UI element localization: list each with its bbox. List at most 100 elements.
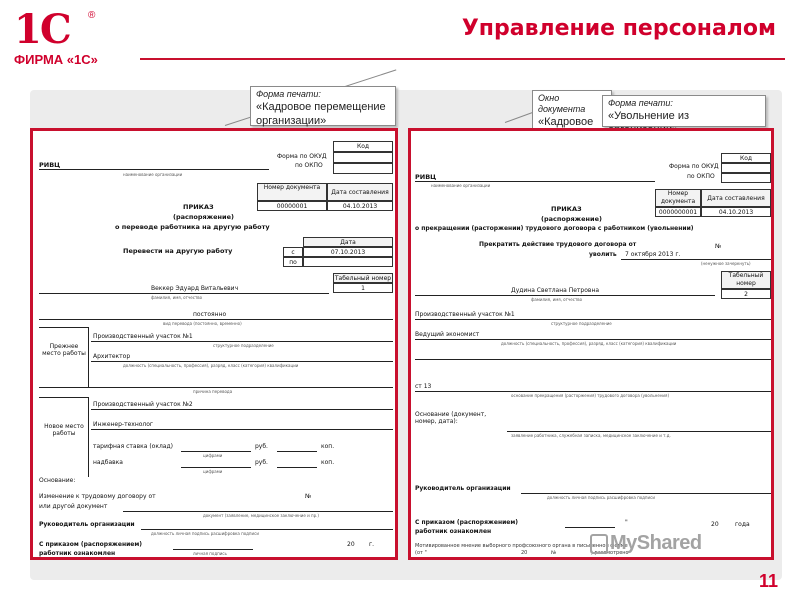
salary-kop: коп. xyxy=(321,443,335,450)
org-name: РИВЦ xyxy=(415,173,437,181)
new-place-label: Новое место работы xyxy=(44,423,84,437)
callout-body: «Кадровое организации» xyxy=(538,116,594,128)
ack-label-2: работник ознакомлен xyxy=(39,550,116,557)
kind-caption: вид перевода (постоянно, временно) xyxy=(163,321,242,326)
contract-change-label: Изменение к трудовому договору от xyxy=(39,493,156,500)
head-label: Руководитель организации xyxy=(39,521,135,528)
unit-caption: структурное подразделение xyxy=(213,343,274,348)
prev-place-cell xyxy=(39,327,89,387)
to-date xyxy=(303,257,393,267)
union-opinion: Мотивированное мнение выборного профсоюз… xyxy=(415,543,628,549)
doc-number-value: 00000001 xyxy=(257,201,327,211)
unit: Производственный участок №1 xyxy=(415,311,515,318)
okud-box xyxy=(333,152,393,163)
kind-underline xyxy=(39,319,393,320)
dismiss-date: 7 октября 2013 г. xyxy=(625,251,681,258)
salary-kop-line xyxy=(277,451,317,452)
org-underline xyxy=(415,181,655,182)
prev-pos-underline xyxy=(91,361,393,362)
header-divider xyxy=(140,58,785,60)
article-underline xyxy=(415,391,771,392)
basis-underline xyxy=(507,431,771,432)
doc-caption: документ (заявление, медицинское заключе… xyxy=(203,513,319,518)
contract-number-sign: № xyxy=(305,493,312,500)
cross-caption: (ненужное зачеркнуть) xyxy=(701,261,751,266)
okpo-box xyxy=(721,173,771,183)
logo-registered-mark: ® xyxy=(88,10,96,21)
head-sign-line xyxy=(521,493,771,494)
new-unit: Производственный участок №2 xyxy=(93,401,193,408)
order-topic: о прекращении (расторжении) трудового до… xyxy=(415,225,694,232)
basis-label: Основание: xyxy=(39,477,76,484)
callout-print-form-transfer: Форма печати: «Кадровое перемещение орга… xyxy=(250,86,396,127)
employee-underline xyxy=(415,295,715,296)
ack-year-g: г. xyxy=(369,541,375,548)
watermark-icon xyxy=(590,534,608,554)
order-title: ПРИКАЗ xyxy=(183,203,214,211)
org-caption: наименование организации xyxy=(123,172,183,177)
article-caption: основание прекращения (расторжения) труд… xyxy=(511,393,669,398)
okpo-label: по ОКПО xyxy=(295,162,323,169)
dismiss-underline xyxy=(621,259,771,260)
ack-quote: " xyxy=(625,519,628,526)
order-subtitle: (распоряжение) xyxy=(173,213,234,221)
new-place-cell xyxy=(39,397,89,477)
bonus-label: надбавка xyxy=(93,459,123,466)
code-header: Код xyxy=(333,141,393,152)
okud-label: Форма по ОКУД xyxy=(277,153,327,160)
position-underline xyxy=(415,339,771,340)
employee-tab-number: 2 xyxy=(721,289,771,299)
prev-place-label: Прежнее место работы xyxy=(42,343,86,357)
bonus-kop: коп. xyxy=(321,459,335,466)
from-label: с xyxy=(283,247,303,257)
ack-year: 20 xyxy=(711,521,719,528)
logo-text: ФИРМА «1С» xyxy=(14,52,98,67)
doc-number-header: Номер документа xyxy=(655,189,701,207)
union-year: 20 xyxy=(521,550,528,556)
ack-sign-line xyxy=(565,527,615,528)
fio-caption: фамилия, имя, отчество xyxy=(531,297,583,302)
code-header: Код xyxy=(721,153,771,163)
to-label: по xyxy=(283,257,303,267)
unit-caption: структурное подразделение xyxy=(551,321,612,326)
watermark: MyShared xyxy=(610,532,702,554)
ack-sign-line xyxy=(173,549,253,550)
transfer-kind: постоянно xyxy=(193,311,227,318)
position: Ведущий экономист xyxy=(415,331,480,338)
transfer-order-print-form: РИВЦ наименование организации Форма по О… xyxy=(30,128,398,560)
reason-underline xyxy=(39,387,393,388)
ack-label-1: С приказом (распоряжением) xyxy=(415,519,519,526)
from-date: 07.10.2013 xyxy=(303,247,393,257)
basis-label: Основание (документ, номер, дата): xyxy=(415,411,487,425)
union-number-sign: № xyxy=(551,550,557,556)
callout-document-window: Окно документа «Кадровое организации» xyxy=(532,90,612,130)
okpo-box xyxy=(333,163,393,174)
head-sign-line xyxy=(141,529,393,530)
head-label: Руководитель организации xyxy=(415,485,511,492)
position-caption: должность (специальность, профессия), ра… xyxy=(123,363,299,368)
employee-underline xyxy=(39,293,329,294)
other-doc-label: или другой документ xyxy=(39,503,108,510)
salary-digits-caption: цифрами xyxy=(203,453,223,458)
other-doc-underline xyxy=(123,511,393,512)
doc-date-header: Дата составления xyxy=(327,183,393,201)
order-topic: о переводе работника на другую работу xyxy=(115,223,270,231)
dismiss-label: уволить xyxy=(589,251,617,258)
order-subtitle: (распоряжение) xyxy=(541,215,602,223)
callout-print-form-dismissal: Форма печати: «Увольнение из организации… xyxy=(602,95,766,136)
bonus-kop-line xyxy=(277,467,317,468)
head-sign-captions: должность личная подпись расшифровка под… xyxy=(547,495,655,500)
fio-caption: фамилия, имя, отчество xyxy=(151,295,203,300)
doc-number-header: Номер документа xyxy=(257,183,327,201)
employee-name: Дудина Светлана Петровна xyxy=(511,287,600,294)
okud-label: Форма по ОКУД xyxy=(669,163,719,170)
callout-body: «Кадровое перемещение организации» xyxy=(256,101,386,127)
stop-contract-label: Прекратить действие трудового договора о… xyxy=(479,241,637,248)
ack-label-1: С приказом (распоряжением) xyxy=(39,541,143,548)
callout-caption: Форма печати: xyxy=(256,89,321,99)
bonus-rub-line xyxy=(181,467,251,468)
salary-label: тарифная ставка (оклад) xyxy=(93,443,173,450)
new-pos-underline xyxy=(91,429,393,430)
slide-header: 1С ® ФИРМА «1С» Управление персоналом xyxy=(0,0,800,78)
new-unit-underline xyxy=(91,409,393,410)
